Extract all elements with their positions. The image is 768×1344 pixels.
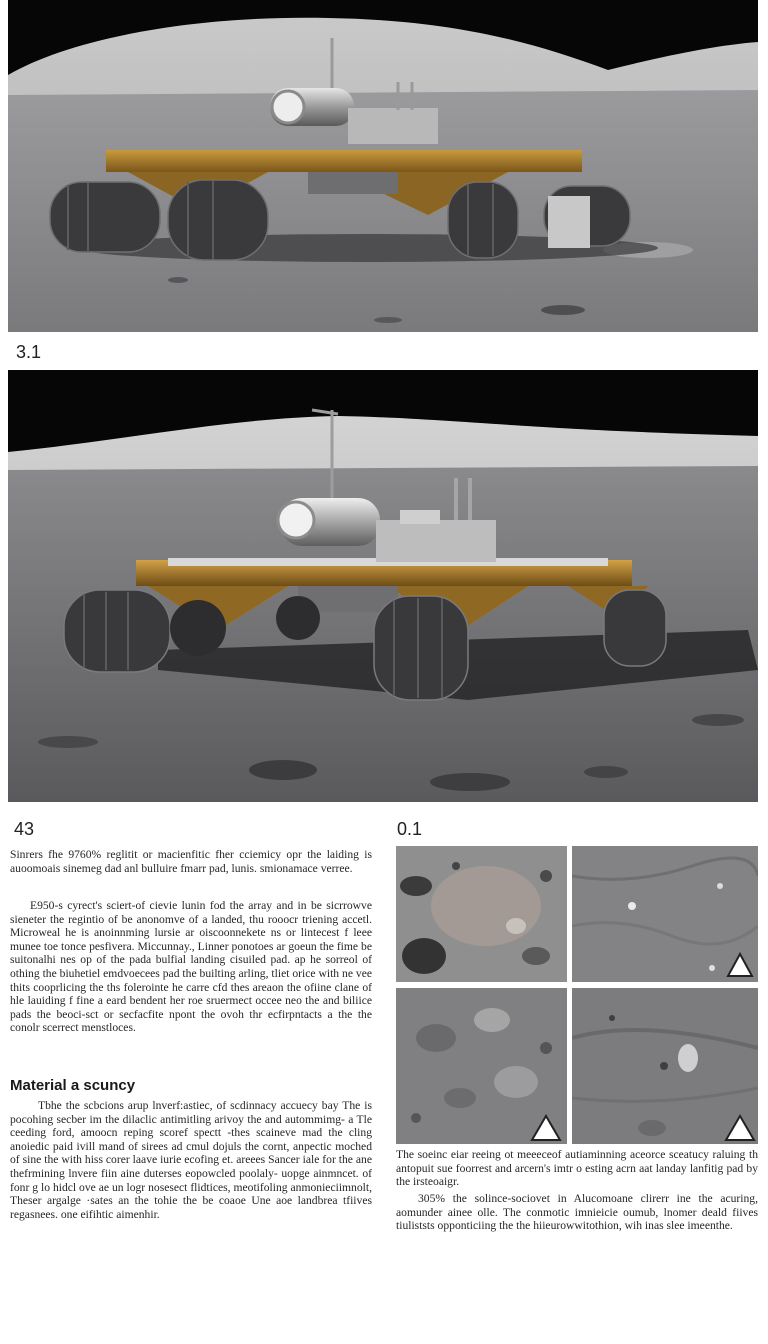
tiles-caption: The soeinc eiar reeing ot meeeceof autia…: [396, 1148, 758, 1189]
surface-tile-3: [396, 988, 567, 1144]
intro-paragraph: Sinrers fhe 9760% reglitit or macienfiti…: [10, 848, 372, 875]
rover-illustration-top: [8, 0, 758, 332]
rover-illustration-middle: [8, 370, 758, 802]
surface-tile-1: [396, 846, 567, 982]
warning-triangle-icon: [530, 1114, 562, 1141]
figure-label-tiles: 0.1: [397, 819, 423, 839]
surface-tile-2: [572, 846, 758, 982]
warning-triangle-icon: [726, 951, 754, 977]
figure-label-middle: 43: [14, 819, 35, 839]
rover-photo-top: [8, 0, 758, 332]
tiles-note: 305% the solince-sociovet in Alucomoane …: [396, 1192, 758, 1233]
body-paragraph: E950-s cyrect's sciert-of cievie lunin f…: [10, 899, 372, 1035]
rover-photo-middle: [8, 370, 758, 802]
figure-label-top: 3.1: [16, 342, 42, 362]
section-paragraph: Tbhe the scbcions arup lnverf:astiec, of…: [10, 1099, 372, 1221]
section-heading: Material a scuncy: [10, 1077, 136, 1094]
surface-tile-4: [572, 988, 758, 1144]
warning-triangle-icon: [724, 1114, 756, 1141]
